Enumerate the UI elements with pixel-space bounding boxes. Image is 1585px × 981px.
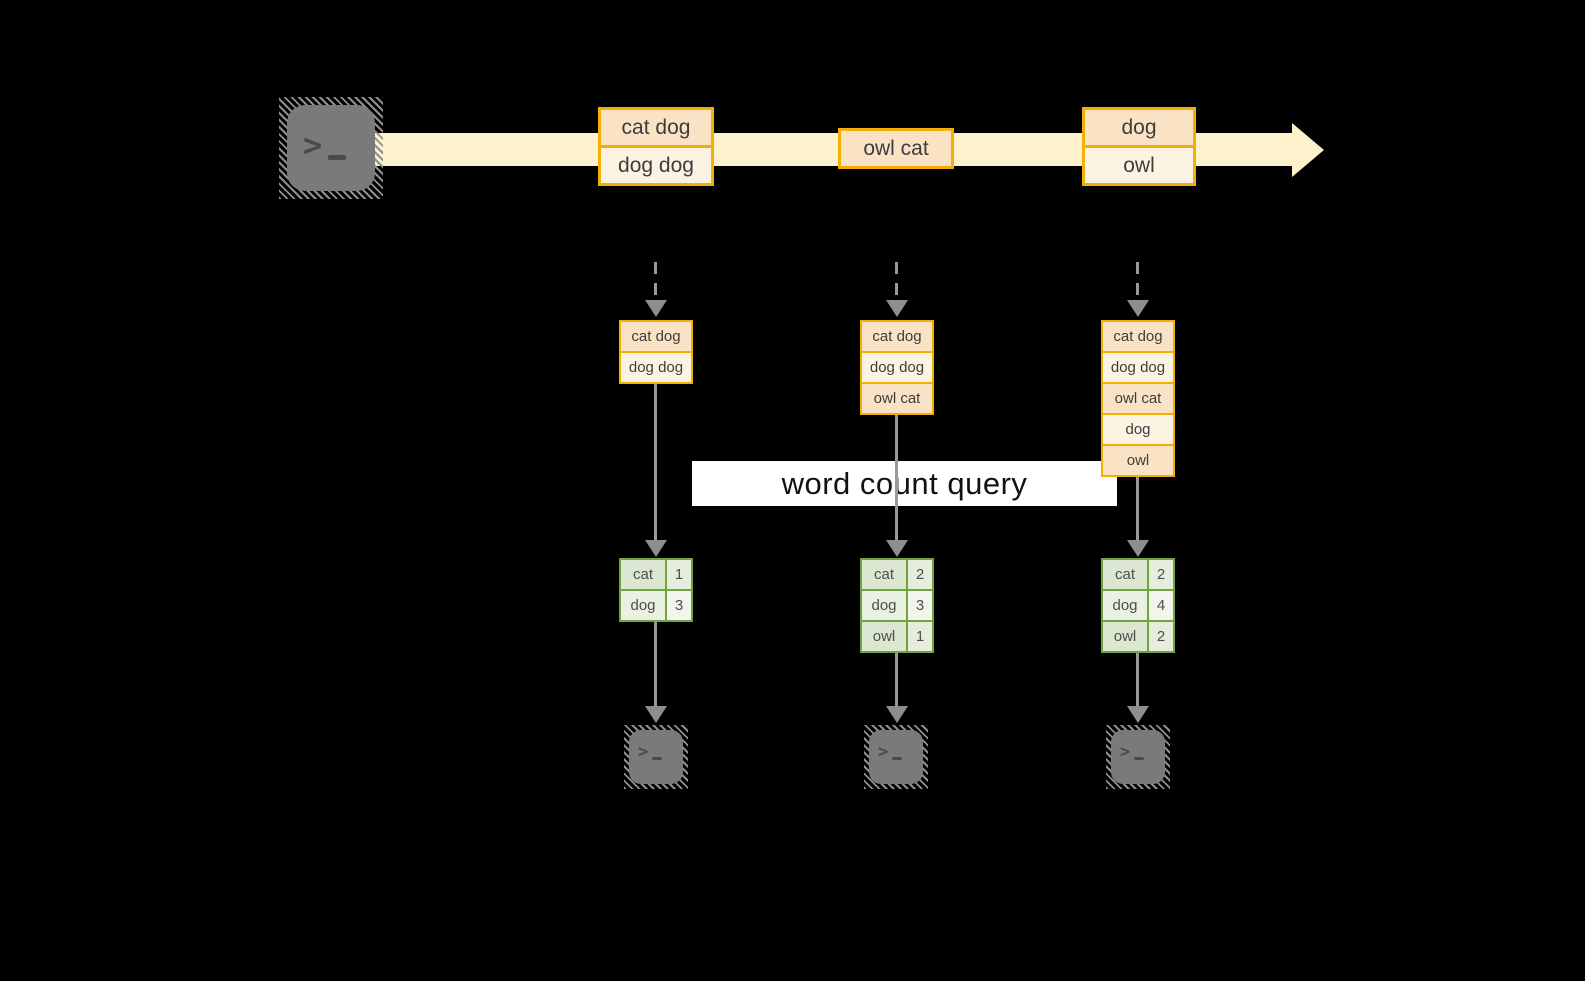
microbatch-row: dog dog (1103, 353, 1173, 382)
count-cell: 3 (908, 591, 932, 620)
dashed-arrow-line (1136, 262, 1139, 302)
stream-event-box: dog owl (1082, 107, 1196, 186)
word-cell: cat (1103, 560, 1147, 589)
arrow-down-icon (1127, 706, 1149, 723)
stream-arrowhead-icon (1292, 123, 1324, 177)
terminal-cursor-icon (892, 757, 903, 760)
terminal-prompt-icon: > (303, 126, 323, 164)
word-count-query-band: word count query (692, 461, 1117, 506)
terminal-cursor-icon (652, 757, 663, 760)
count-cell: 3 (667, 591, 691, 620)
stream-event-row: cat dog (601, 110, 711, 145)
word-cell: owl (1103, 622, 1147, 651)
count-cell: 1 (667, 560, 691, 589)
count-cell: 2 (1149, 560, 1173, 589)
sink-arrow-line (1136, 653, 1139, 706)
stream-event-box: cat dog dog dog (598, 107, 714, 186)
count-cell: 4 (1149, 591, 1173, 620)
arrow-down-icon (645, 300, 667, 317)
terminal-cursor-icon (328, 155, 347, 160)
microbatch-stack: cat dog dog dog owl cat dog owl (1101, 320, 1175, 477)
microbatch-row: owl cat (1103, 384, 1173, 413)
terminal-prompt-icon: > (638, 742, 649, 762)
stream-event-row: dog (1085, 110, 1193, 145)
terminal-prompt-icon: > (878, 742, 889, 762)
query-arrow-line (654, 384, 657, 540)
terminal-prompt-icon: > (1120, 742, 1131, 762)
count-cell: 1 (908, 622, 932, 651)
microbatch-row: cat dog (1103, 322, 1173, 351)
sink-arrow-line (895, 653, 898, 706)
microbatch-row: cat dog (862, 322, 932, 351)
stream-event-box: owl cat (838, 128, 954, 169)
sink-terminal-icon: > (624, 725, 688, 789)
microbatch-row: dog dog (862, 353, 932, 382)
count-cell: 2 (1149, 622, 1173, 651)
word-count-table: cat 2 dog 4 owl 2 (1101, 558, 1175, 653)
word-cell: dog (621, 591, 665, 620)
microbatch-stack: cat dog dog dog owl cat (860, 320, 934, 415)
source-terminal-icon: > (279, 97, 383, 199)
microbatch-stack: cat dog dog dog (619, 320, 693, 384)
terminal-body: > (1111, 730, 1165, 784)
word-count-query-label: word count query (781, 465, 1028, 501)
arrow-down-icon (1127, 540, 1149, 557)
stream-event-row: owl (1085, 148, 1193, 183)
arrow-down-icon (1127, 300, 1149, 317)
arrow-down-icon (886, 706, 908, 723)
arrow-down-icon (645, 706, 667, 723)
terminal-cursor-icon (1134, 757, 1145, 760)
query-arrow-line (895, 415, 898, 540)
word-cell: cat (862, 560, 906, 589)
microbatch-row: owl (1103, 446, 1173, 475)
sink-terminal-icon: > (1106, 725, 1170, 789)
word-cell: dog (1103, 591, 1147, 620)
terminal-body: > (869, 730, 923, 784)
dashed-arrow-line (654, 262, 657, 302)
query-arrow-line (1136, 477, 1139, 540)
arrow-down-icon (886, 540, 908, 557)
word-count-table: cat 1 dog 3 (619, 558, 693, 622)
stream-event-row: owl cat (841, 131, 951, 166)
microbatch-row: owl cat (862, 384, 932, 413)
arrow-down-icon (645, 540, 667, 557)
word-cell: owl (862, 622, 906, 651)
terminal-body: > (287, 105, 375, 191)
word-count-table: cat 2 dog 3 owl 1 (860, 558, 934, 653)
arrow-down-icon (886, 300, 908, 317)
word-cell: dog (862, 591, 906, 620)
sink-arrow-line (654, 622, 657, 706)
dashed-arrow-line (895, 262, 898, 302)
sink-terminal-icon: > (864, 725, 928, 789)
word-cell: cat (621, 560, 665, 589)
terminal-body: > (629, 730, 683, 784)
count-cell: 2 (908, 560, 932, 589)
microbatch-row: dog dog (621, 353, 691, 382)
microbatch-row: dog (1103, 415, 1173, 444)
microbatch-row: cat dog (621, 322, 691, 351)
stream-event-row: dog dog (601, 148, 711, 183)
